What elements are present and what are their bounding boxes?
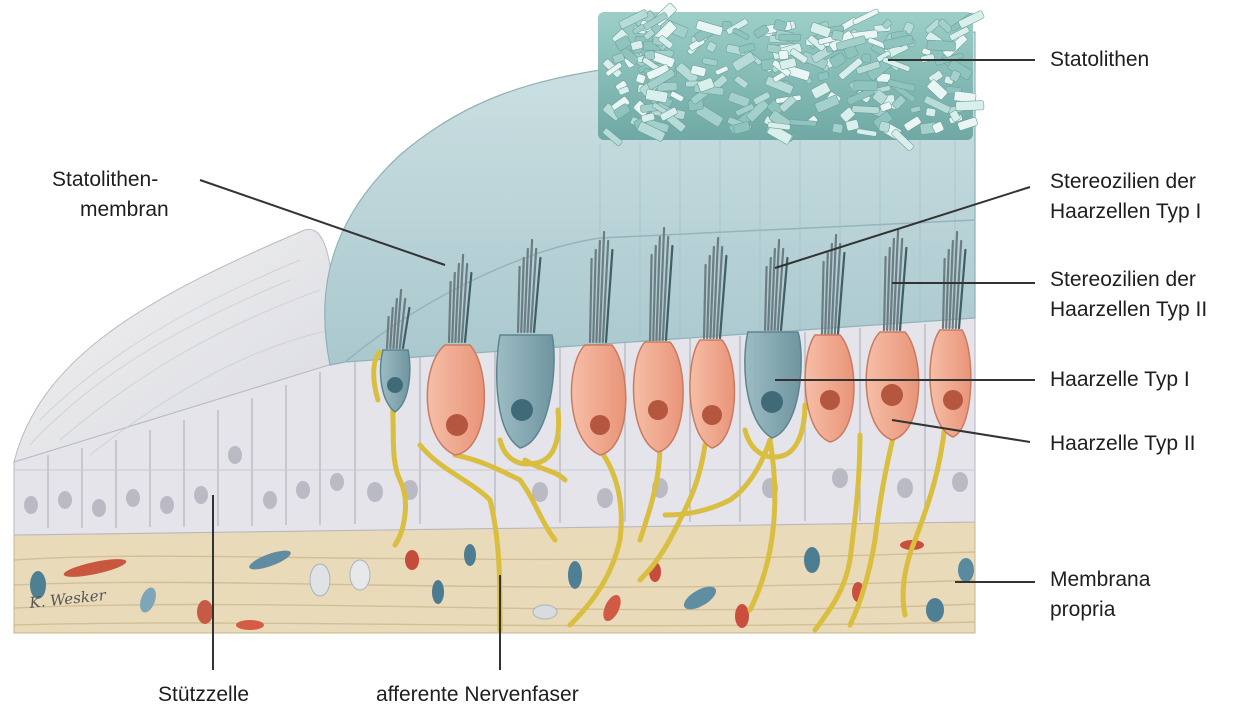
label-statolithenmembran: Statolithen- membran: [52, 165, 169, 225]
label-stereozilien-typ1-line1: Stereozilien der: [1050, 167, 1201, 197]
statolith-crystal: [779, 50, 789, 60]
label-statolithen: Statolithen: [1050, 45, 1149, 75]
label-haarzelle-typ2: Haarzelle Typ II: [1050, 429, 1196, 459]
label-haarzelle-typ1: Haarzelle Typ I: [1050, 365, 1190, 395]
statolith-crystal: [818, 71, 830, 80]
statolith-crystal: [927, 40, 956, 51]
label-stereozilien-typ2-line2: Haarzellen Typ II: [1050, 295, 1207, 325]
label-stereozilien-typ1-line2: Haarzellen Typ I: [1050, 197, 1201, 227]
label-statolithenmembran-line1: Statolithen-: [52, 165, 169, 195]
statolith-crystal: [862, 54, 871, 63]
label-stuetzzelle: Stützzelle: [158, 680, 249, 710]
statolith-crystal: [925, 108, 936, 117]
label-membrana-propria-line2: propria: [1050, 595, 1150, 625]
label-haarzelle-typ2-text: Haarzelle Typ II: [1050, 429, 1196, 459]
label-afferente-nervenfaser-text: afferente Nervenfaser: [376, 680, 579, 710]
statolith-crystal: [854, 81, 878, 91]
statolith-crystal: [852, 106, 880, 114]
label-membrana-propria-line1: Membrana: [1050, 565, 1150, 595]
statolith-crystal: [879, 121, 891, 133]
statolith-crystal: [779, 34, 801, 41]
statolith-crystal: [831, 30, 843, 41]
statolith-crystal: [956, 101, 984, 111]
label-afferente-nervenfaser: afferente Nervenfaser: [376, 680, 579, 710]
label-stuetzzelle-text: Stützzelle: [158, 680, 249, 710]
label-stereozilien-typ2-line1: Stereozilien der: [1050, 265, 1207, 295]
label-haarzelle-typ1-text: Haarzelle Typ I: [1050, 365, 1190, 395]
label-stereozilien-typ2: Stereozilien der Haarzellen Typ II: [1050, 265, 1207, 325]
statolith-crystal: [832, 123, 843, 133]
label-statolithen-text: Statolithen: [1050, 45, 1149, 75]
label-statolithenmembran-line2: membran: [52, 195, 169, 225]
label-stereozilien-typ1: Stereozilien der Haarzellen Typ I: [1050, 167, 1201, 227]
label-membrana-propria: Membrana propria: [1050, 565, 1150, 625]
